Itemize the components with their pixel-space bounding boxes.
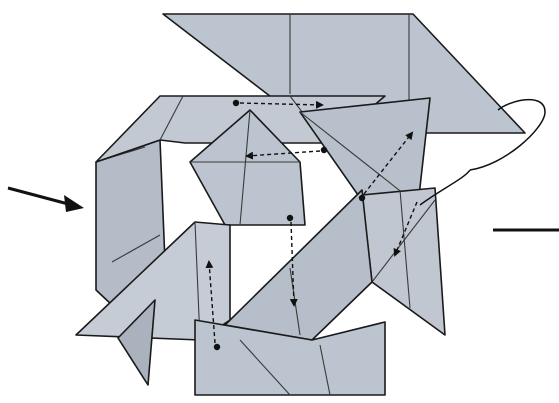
pivot-dot-icon <box>321 147 327 153</box>
pivot-dot-icon <box>233 100 239 106</box>
pivot-dot-icon <box>214 344 220 350</box>
string-link <box>420 170 470 205</box>
pivot-dot-icon <box>287 215 293 221</box>
right-lower-panel <box>362 188 445 335</box>
pivot-dot-icon <box>359 195 365 201</box>
entry-arrow-icon <box>8 188 84 212</box>
